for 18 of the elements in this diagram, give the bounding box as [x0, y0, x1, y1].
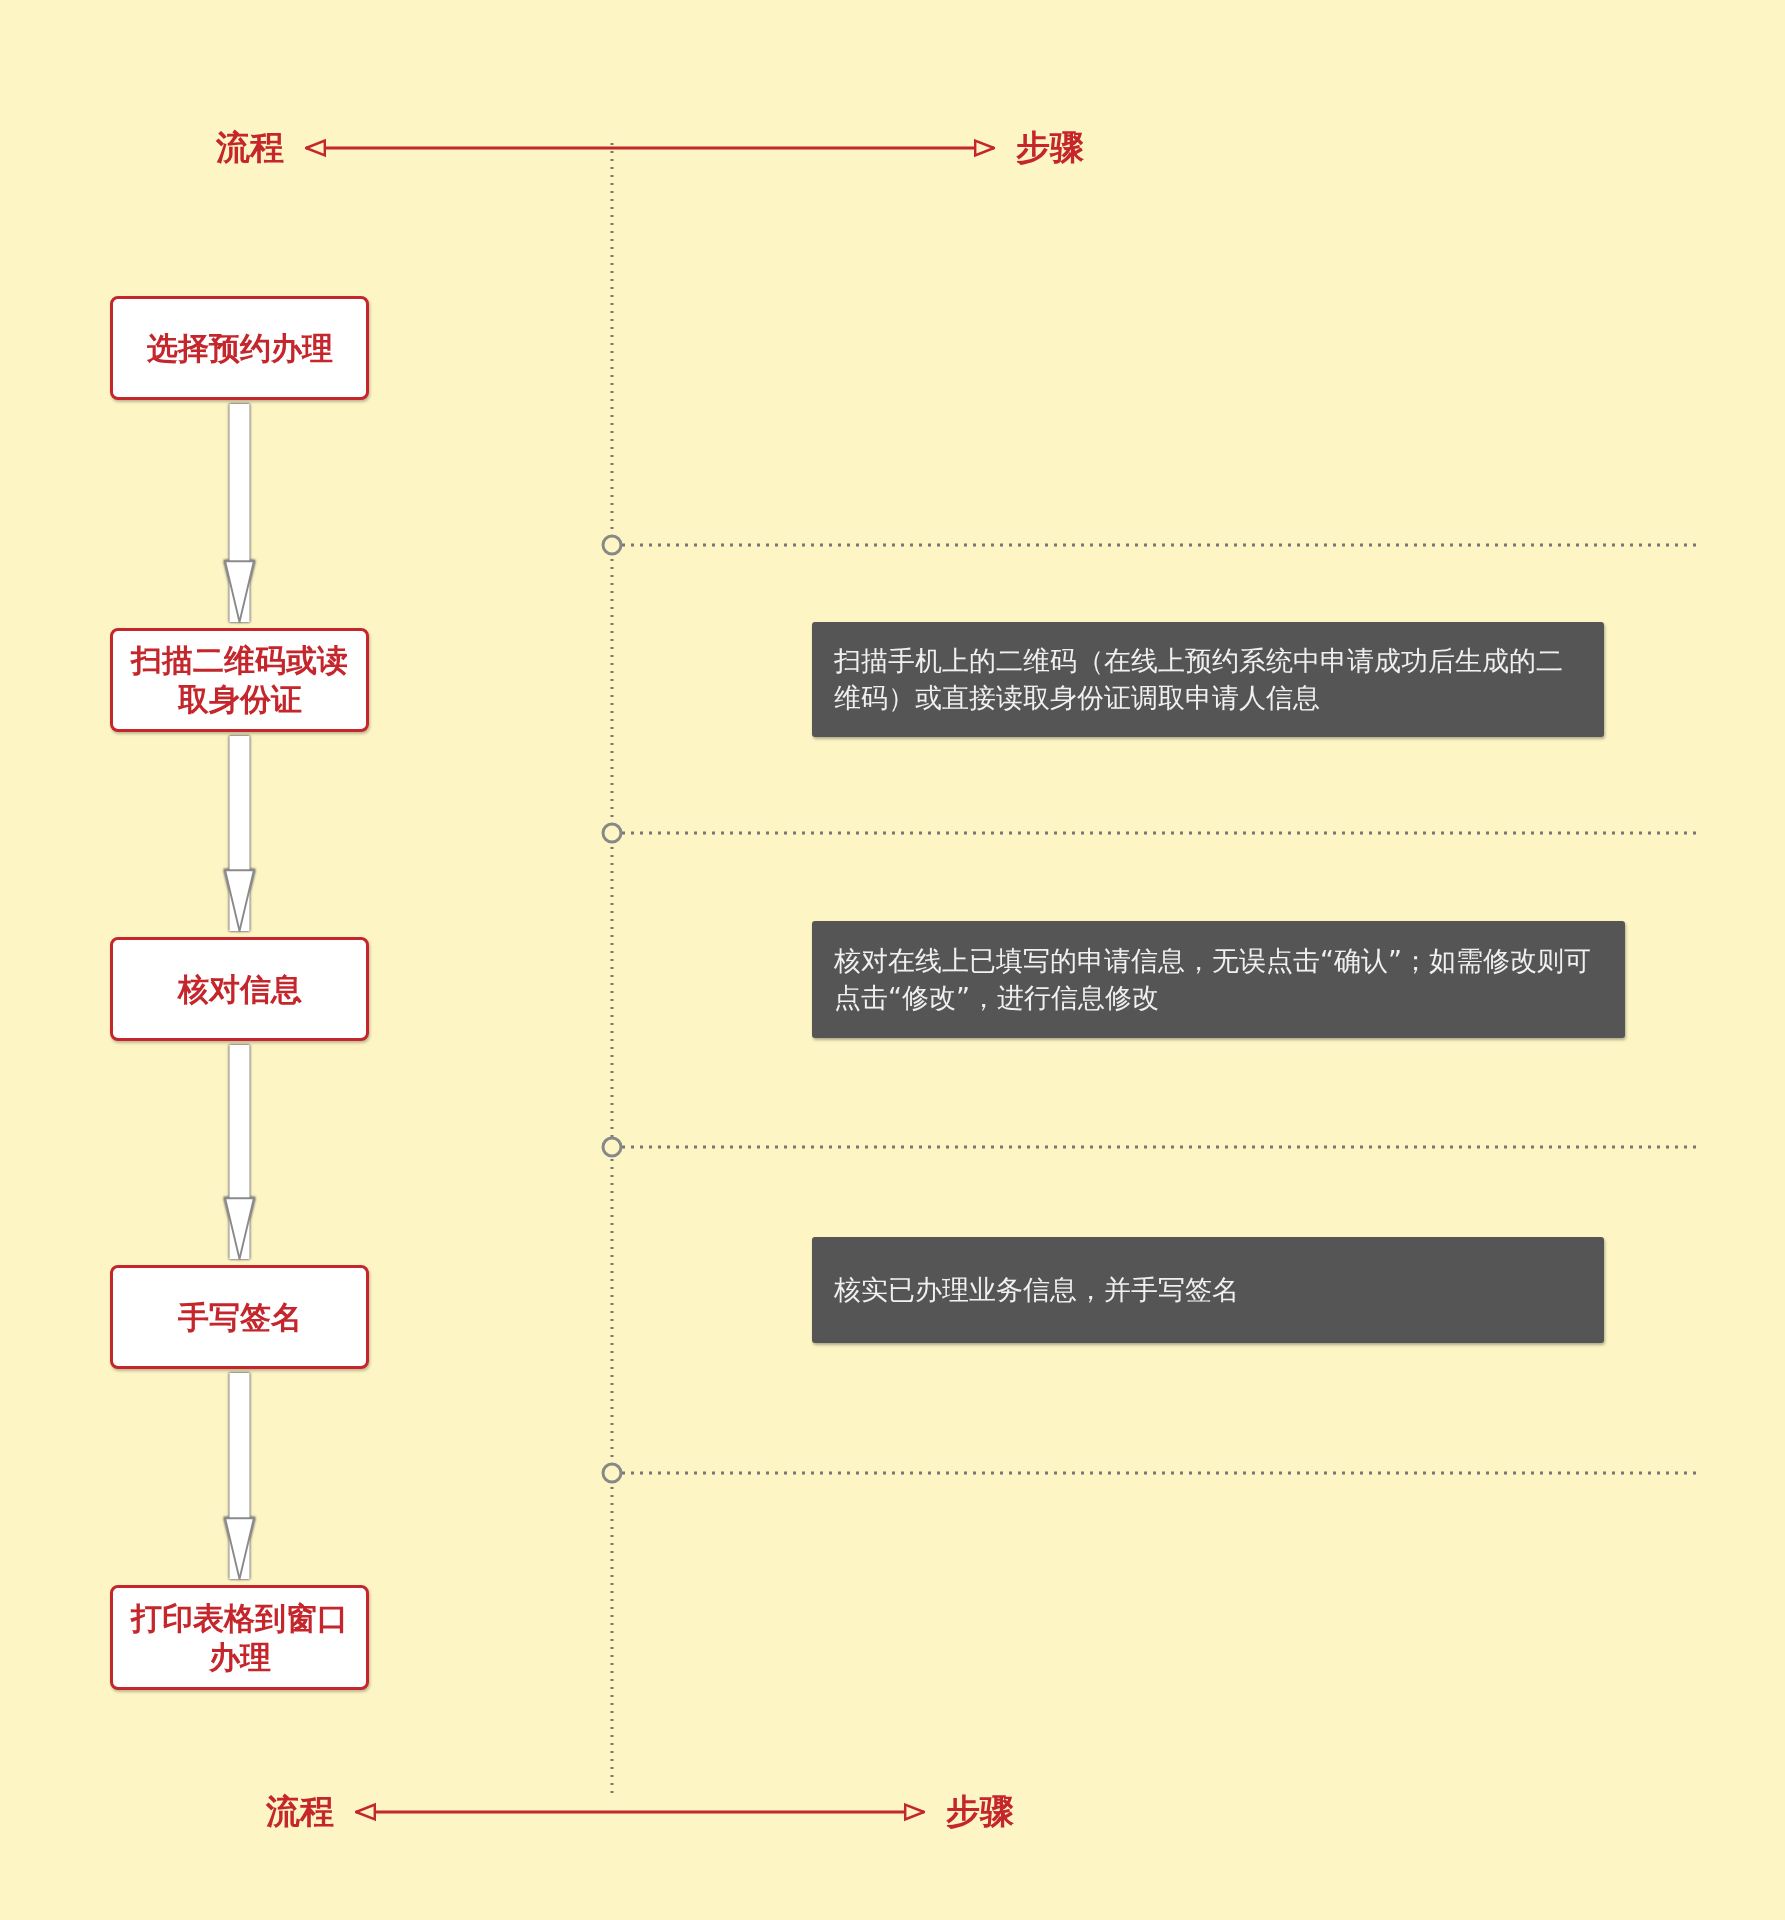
hollow-arrow [224, 1045, 255, 1260]
process-box: 选择预约办理 [110, 296, 369, 400]
hollow-arrow [224, 404, 255, 623]
description-box: 扫描手机上的二维码（在线上预约系统中申请成功后生成的二维码）或直接读取身份证调取申请人信息 [812, 622, 1604, 737]
process-box: 手写签名 [110, 1265, 369, 1369]
hollow-arrow [224, 1373, 255, 1580]
description-box: 核实已办理业务信息，并手写签名 [812, 1237, 1604, 1343]
double-arrow [304, 139, 996, 157]
heading-text: 流程 [200, 120, 300, 176]
double-arrow [354, 1803, 926, 1821]
heading-text: 步骤 [1000, 120, 1100, 176]
process-box: 扫描二维码或读取身份证 [110, 628, 369, 732]
hollow-arrow [224, 736, 255, 932]
process-box: 核对信息 [110, 937, 369, 1041]
process-box: 打印表格到窗口办理 [110, 1585, 369, 1690]
heading-text: 流程 [250, 1784, 350, 1840]
description-box: 核对在线上已填写的申请信息，无误点击“确认”；如需修改则可点击“修改”，进行信息修改 [812, 921, 1625, 1038]
heading-text: 步骤 [930, 1784, 1030, 1840]
